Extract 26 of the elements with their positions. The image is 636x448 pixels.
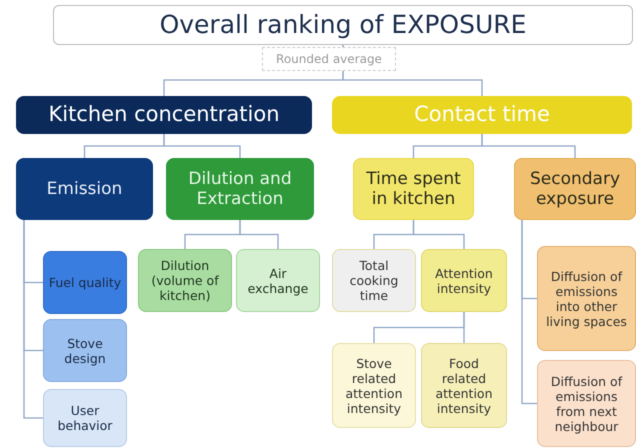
category-box: Contact time <box>332 96 632 134</box>
sub-factor-box: Total cooking time <box>332 249 416 312</box>
connector-line <box>521 220 537 404</box>
sub-factor-box: Diffusion of emissions into other living spaces <box>537 246 636 351</box>
factor-box: Secondary exposure <box>514 158 636 220</box>
sub-factor-box: Air exchange <box>236 249 320 312</box>
factor-box: Time spent in kitchen <box>353 158 474 220</box>
sub-factor-box: User behavior <box>43 389 127 447</box>
sub-factor-box: Food related attention intensity <box>421 343 507 428</box>
sub-factor-box: Fuel quality <box>43 251 127 314</box>
sub-factor-box: Diffusion of emissions from next neighbour <box>537 360 636 447</box>
category-box: Kitchen concentration <box>16 96 312 134</box>
factor-box: Dilution and Extraction <box>166 158 314 220</box>
connector-line <box>412 220 465 249</box>
connector-line <box>163 134 241 158</box>
ranking-box: Overall ranking of EXPOSURE <box>53 5 633 45</box>
sub-factor-box: Stove related attention intensity <box>332 343 416 428</box>
connector-line <box>239 220 279 249</box>
factor-box: Emission <box>16 158 153 220</box>
sub-factor-box: Dilution (volume of kitchen) <box>138 249 232 312</box>
sub-factor-box: Attention intensity <box>421 249 507 312</box>
connector-line <box>23 220 43 419</box>
connector-line <box>481 134 576 158</box>
sub-factor-box: Stove design <box>43 319 127 382</box>
connector-line <box>463 312 465 343</box>
note-label: Rounded average <box>262 47 396 71</box>
